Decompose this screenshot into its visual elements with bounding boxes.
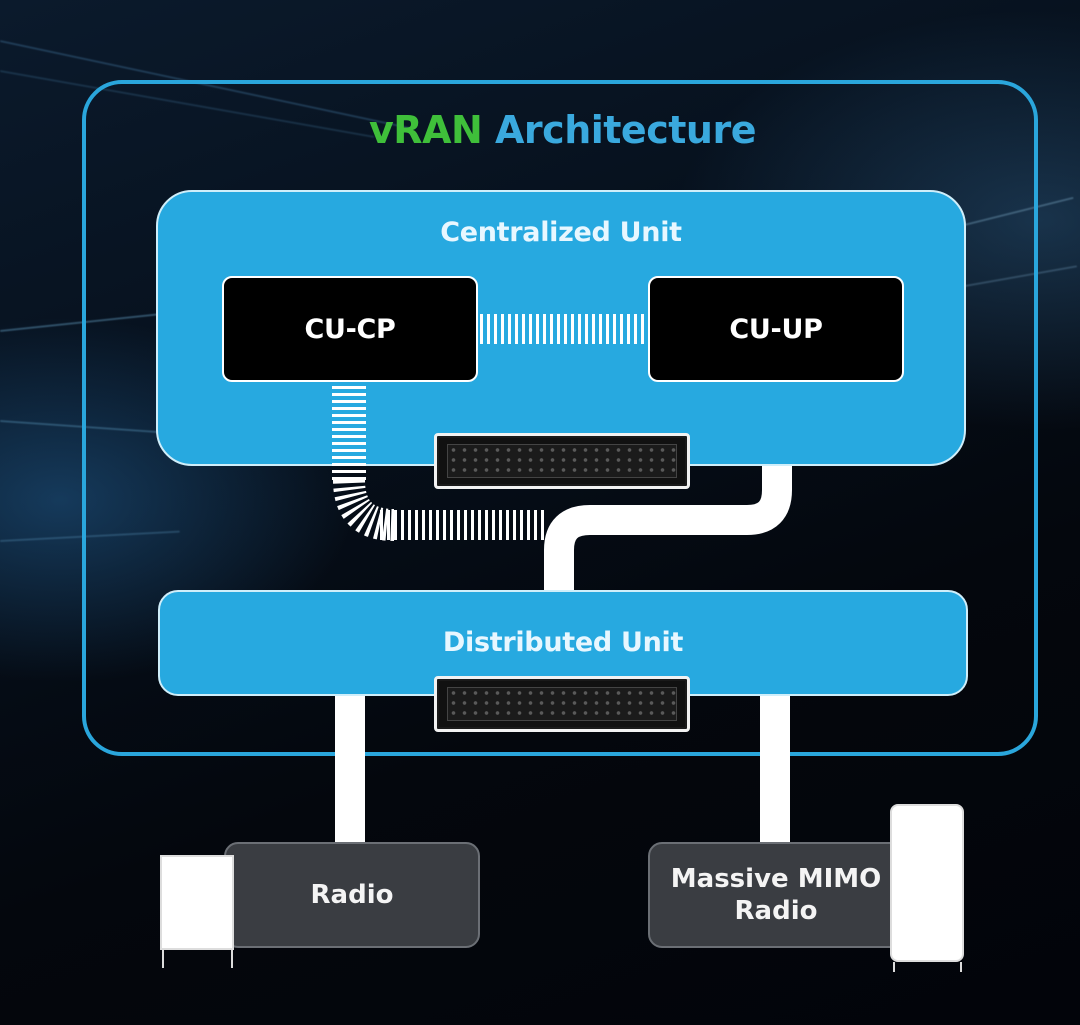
cu-cp-to-du-link xyxy=(380,510,546,540)
mimo-label-line2: Radio xyxy=(734,896,818,926)
centralized-unit-label: Centralized Unit xyxy=(440,217,682,248)
cu-server-icon xyxy=(434,433,690,489)
mimo-device-icon xyxy=(890,804,964,962)
du-server-icon xyxy=(434,676,690,732)
cu-up-to-du-link xyxy=(544,382,792,600)
cu-cp-down-link xyxy=(332,384,366,480)
radio-device-icon xyxy=(160,855,234,950)
cu-cp-cu-up-link xyxy=(480,314,646,344)
mimo-label-line1: Massive MIMO xyxy=(670,863,882,894)
radio-device-leg-icon xyxy=(231,950,233,968)
distributed-unit-label: Distributed Unit xyxy=(442,627,684,658)
diagram-title: vRAN Architecture xyxy=(0,108,1080,152)
radio-device-leg-icon xyxy=(162,950,164,968)
radio-box: Radio xyxy=(224,842,480,948)
mimo-device-leg-icon xyxy=(893,962,895,972)
vran-frame xyxy=(82,80,1038,756)
cu-up-box: CU-UP xyxy=(648,276,904,382)
massive-mimo-radio-box: Massive MIMO Radio xyxy=(648,842,904,948)
title-architecture: Architecture xyxy=(495,108,756,152)
cu-cp-box: CU-CP xyxy=(222,276,478,382)
mimo-device-leg-icon xyxy=(960,962,962,972)
title-vran: vRAN xyxy=(369,108,483,152)
